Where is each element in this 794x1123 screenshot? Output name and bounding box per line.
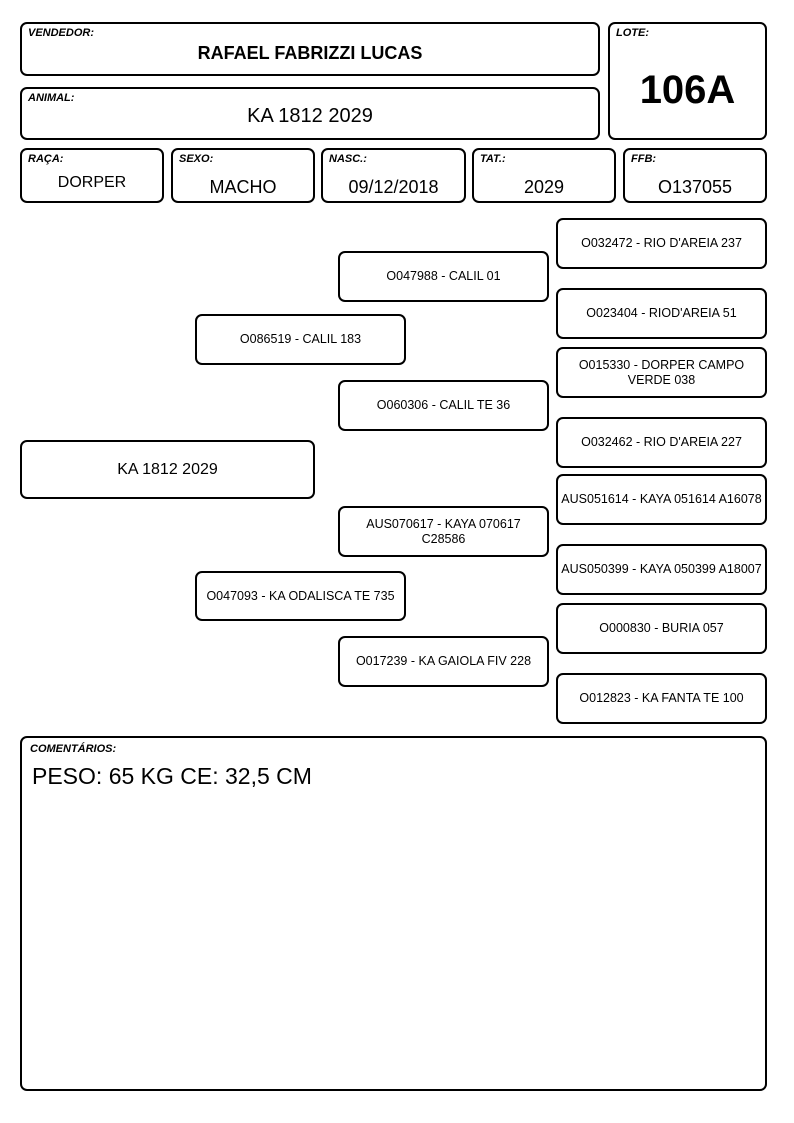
tat-value: 2029 [523, 177, 565, 197]
animal-label: ANIMAL: [28, 92, 75, 104]
pedigree-ggp-8: O012823 - KA FANTA TE 100 [556, 673, 767, 724]
animal-box: ANIMAL: KA 1812 2029 [20, 87, 600, 140]
sexo-box: SEXO: MACHO [171, 148, 315, 203]
vendedor-value: RAFAEL FABRIZZI LUCAS [197, 43, 423, 63]
comments-text: PESO: 65 KG CE: 32,5 CM [32, 763, 312, 789]
lote-box: LOTE: 106A [608, 22, 767, 140]
pedigree-ggp-2: O023404 - RIOD'AREIA 51 [556, 288, 767, 339]
pedigree-dam: O047093 - KA ODALISCA TE 735 [195, 571, 406, 621]
nasc-value: 09/12/2018 [348, 177, 439, 197]
lote-value: 106A [639, 68, 736, 112]
ffb-box: FFB: O137055 [623, 148, 767, 203]
sexo-value: MACHO [209, 177, 277, 197]
comments-box: COMENTÁRIOS: PESO: 65 KG CE: 32,5 CM [20, 736, 767, 1091]
raca-value: DORPER [57, 174, 127, 191]
pedigree-ggp-3: O015330 - DORPER CAMPO VERDE 038 [556, 347, 767, 398]
vendedor-label: VENDEDOR: [28, 27, 95, 39]
animal-value: KA 1812 2029 [247, 105, 373, 127]
pedigree-ggp-6: AUS050399 - KAYA 050399 A18007 [556, 544, 767, 595]
sexo-label: SEXO: [179, 153, 214, 165]
lote-label: LOTE: [616, 27, 649, 39]
pedigree-ggp-4: O032462 - RIO D'AREIA 227 [556, 417, 767, 468]
pedigree-animal: KA 1812 2029 [20, 440, 315, 499]
nasc-label: NASC.: [329, 153, 367, 165]
pedigree-ggp-7: O000830 - BURIA 057 [556, 603, 767, 654]
raca-label: RAÇA: [28, 153, 64, 165]
ffb-value: O137055 [657, 177, 733, 197]
vendedor-box: VENDEDOR: RAFAEL FABRIZZI LUCAS [20, 22, 600, 76]
raca-box: RAÇA: DORPER [20, 148, 164, 203]
pedigree-dam-sire: AUS070617 - KAYA 070617 C28586 [338, 506, 549, 557]
pedigree-ggp-5: AUS051614 - KAYA 051614 A16078 [556, 474, 767, 525]
comments-label: COMENTÁRIOS: [30, 743, 117, 755]
ffb-label: FFB: [631, 153, 657, 165]
pedigree-dam-dam: O017239 - KA GAIOLA FIV 228 [338, 636, 549, 687]
tat-label: TAT.: [480, 153, 506, 165]
nasc-box: NASC.: 09/12/2018 [321, 148, 466, 203]
tat-box: TAT.: 2029 [472, 148, 616, 203]
pedigree-ggp-1: O032472 - RIO D'AREIA 237 [556, 218, 767, 269]
pedigree-sire: O086519 - CALIL 183 [195, 314, 406, 365]
pedigree-sire-dam: O060306 - CALIL TE 36 [338, 380, 549, 431]
pedigree-sire-sire: O047988 - CALIL 01 [338, 251, 549, 302]
